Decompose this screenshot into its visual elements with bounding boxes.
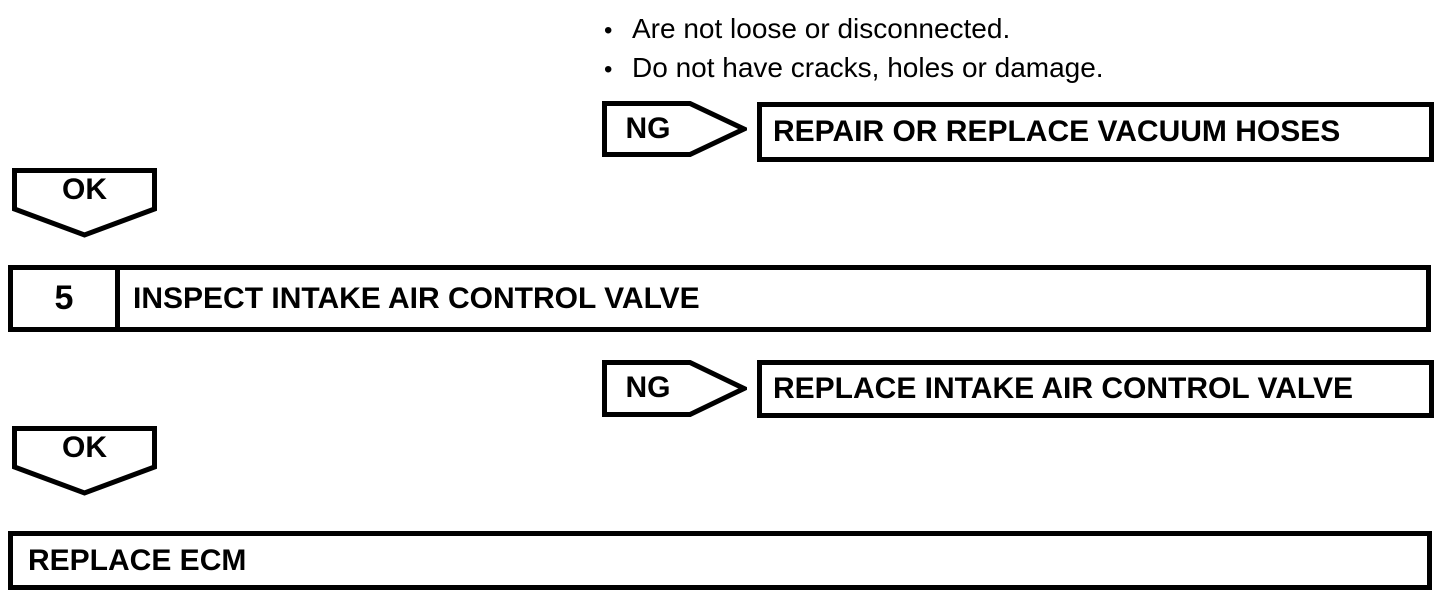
action-label: REPLACE INTAKE AIR CONTROL VALVE xyxy=(773,372,1354,405)
step-title: INSPECT INTAKE AIR CONTROL VALVE xyxy=(133,281,700,315)
inspection-notes-list: • Are not loose or disconnected. • Do no… xyxy=(604,10,1104,88)
ng-connector-label: NG xyxy=(625,371,671,404)
ok-connector-1: OK xyxy=(12,168,157,238)
action-label: REPLACE ECM xyxy=(28,543,247,577)
ng-connector-2: NG xyxy=(602,360,747,417)
step-number: 5 xyxy=(13,270,120,327)
note-item: • Are not loose or disconnected. xyxy=(604,10,1104,49)
ok-connector-2: OK xyxy=(12,426,157,496)
action-box-repair-vacuum-hoses: REPAIR OR REPLACE VACUUM HOSES xyxy=(757,102,1434,162)
note-text: Do not have cracks, holes or damage. xyxy=(632,52,1104,83)
step-box-5: 5 INSPECT INTAKE AIR CONTROL VALVE xyxy=(8,265,1431,332)
bullet-icon: • xyxy=(604,56,613,83)
action-box-replace-intake-air-control-valve: REPLACE INTAKE AIR CONTROL VALVE xyxy=(757,360,1434,418)
action-box-replace-ecm: REPLACE ECM xyxy=(8,531,1432,590)
note-item: • Do not have cracks, holes or damage. xyxy=(604,49,1104,88)
bullet-icon: • xyxy=(604,17,613,44)
ng-connector-label: NG xyxy=(625,112,671,145)
note-text: Are not loose or disconnected. xyxy=(632,13,1011,44)
action-label: REPAIR OR REPLACE VACUUM HOSES xyxy=(773,115,1341,148)
ok-connector-label: OK xyxy=(62,173,107,206)
ok-connector-label: OK xyxy=(62,431,107,464)
ng-connector-1: NG xyxy=(602,101,747,157)
